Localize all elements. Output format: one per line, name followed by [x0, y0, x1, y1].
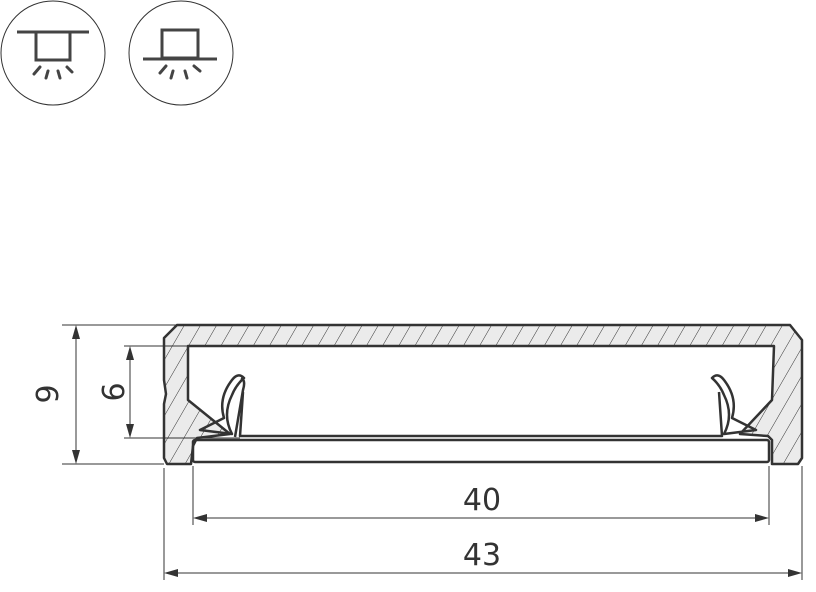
aluminium-profile: [162, 323, 804, 466]
recessed-mount-icon: [0, 0, 106, 106]
dimension-lines: [62, 324, 803, 580]
width-inner-label: 40: [463, 483, 501, 518]
dimension-arrows: [72, 325, 802, 577]
height-inner-label: 6: [97, 382, 132, 401]
surface-mount-icon: [128, 0, 234, 106]
width-outer-label: 43: [463, 538, 501, 573]
height-outer-label: 9: [31, 384, 66, 403]
